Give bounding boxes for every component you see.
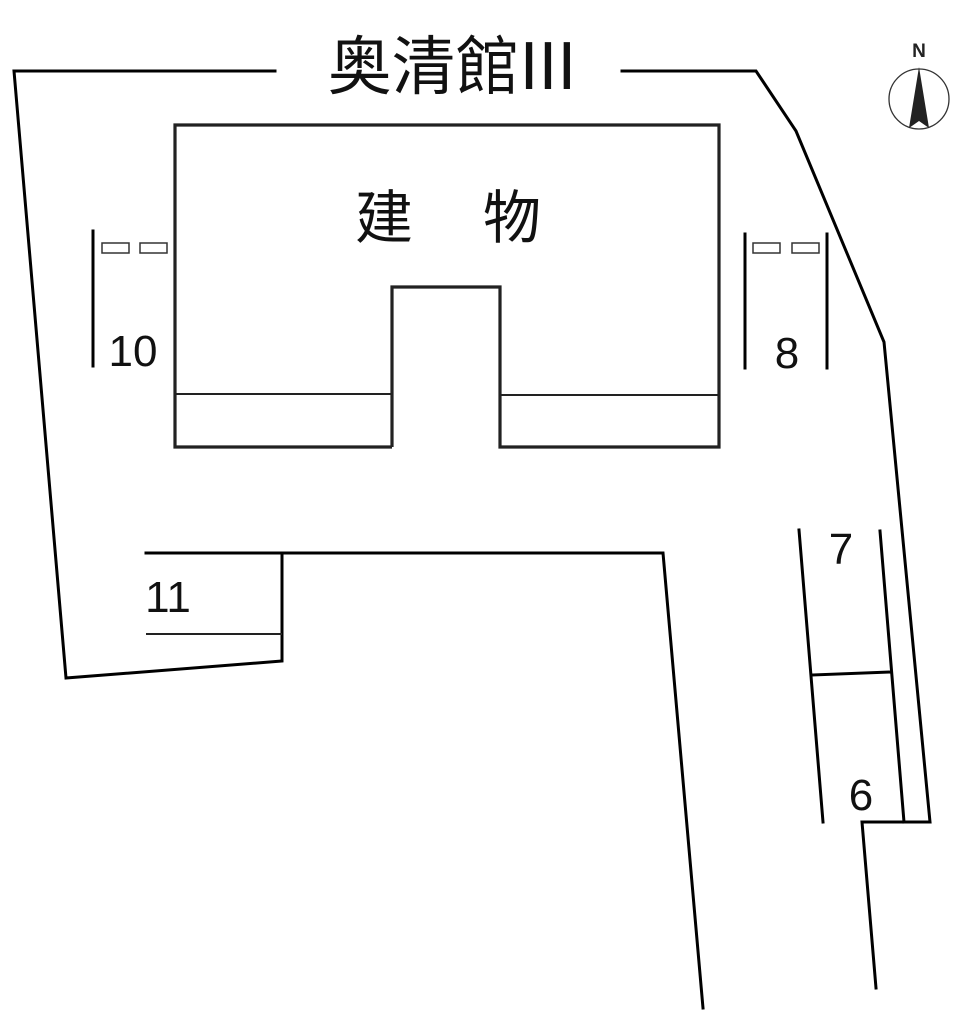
wheel-stop-icon — [791, 242, 820, 254]
parking-space-11[interactable]: 11 — [144, 551, 284, 635]
wheel-stop-icon — [752, 242, 781, 254]
north-label: N — [912, 41, 926, 62]
building-label-left: 建 — [355, 184, 413, 252]
building-label-right: 物 — [483, 184, 541, 252]
wheel-stop-icon — [139, 242, 168, 254]
parking-space-8[interactable]: 8 — [743, 232, 829, 378]
building — [173, 123, 721, 449]
site-boundary — [12, 69, 932, 1010]
parking-label-6: 6 — [849, 771, 873, 820]
parking-label-10: 10 — [109, 327, 158, 376]
parking-label-7: 7 — [829, 525, 853, 574]
parking-space-10[interactable]: 10 — [91, 229, 168, 376]
parking-space-6[interactable]: 6 — [849, 771, 873, 820]
property-title: 奥清館III — [328, 31, 577, 105]
parking-label-11: 11 — [145, 573, 191, 622]
parking-space-7[interactable]: 7 — [797, 525, 906, 824]
north-arrow-icon: N — [888, 41, 950, 130]
parking-label-8: 8 — [775, 329, 799, 378]
wheel-stop-icon — [101, 242, 130, 254]
